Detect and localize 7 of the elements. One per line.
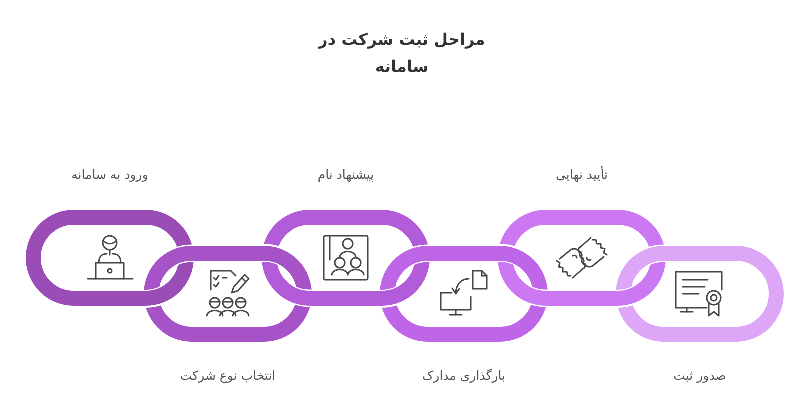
step-label: صدور ثبت <box>674 368 726 384</box>
title: مراحل ثبت شرکت در سامانه <box>317 29 486 78</box>
step-label: پیشنهاد نام <box>318 167 374 183</box>
step-label: انتخاب نوع شرکت <box>180 368 276 384</box>
step-label: تأیید نهایی <box>556 167 608 183</box>
step-label: بارگذاری مدارک <box>422 368 506 384</box>
step-label: ورود به سامانه <box>72 167 148 183</box>
